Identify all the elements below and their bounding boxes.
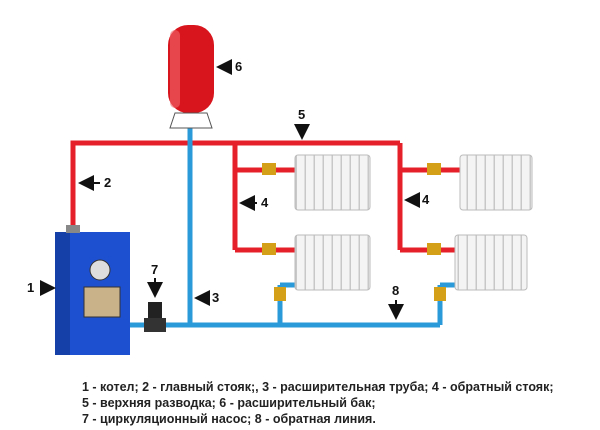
radiator-top-left	[294, 154, 371, 211]
legend-line: 7 - циркуляционный насос; 8 - обратная л…	[82, 412, 376, 426]
radiators	[294, 154, 533, 291]
label-return-riser-left: 4	[261, 195, 269, 210]
label-return-line: 8	[392, 283, 400, 298]
label-arrows	[40, 59, 420, 320]
radiator-bottom-right	[454, 234, 528, 291]
boiler	[55, 225, 130, 355]
label-top-distribution: 5	[298, 107, 306, 122]
label-boiler: 1	[27, 280, 35, 295]
valves	[262, 163, 446, 301]
label-main-riser: 2	[104, 175, 112, 190]
legend-line: 1 - котел; 2 - главный стояк;, 3 - расши…	[82, 380, 554, 394]
radiator-bottom-left	[294, 234, 371, 291]
label-return-riser-right: 4	[422, 192, 430, 207]
legend: 1 - котел; 2 - главный стояк;, 3 - расши…	[82, 379, 554, 427]
legend-line: 5 - верхняя разводка; 6 - расширительный…	[82, 396, 376, 410]
label-expansion-pipe: 3	[212, 290, 220, 305]
return-pipes	[130, 125, 455, 328]
radiator-top-right	[459, 154, 533, 211]
label-pump: 7	[151, 262, 159, 277]
label-expansion-tank: 6	[235, 59, 243, 74]
expansion-tank	[168, 25, 214, 129]
circulation-pump	[144, 302, 166, 332]
